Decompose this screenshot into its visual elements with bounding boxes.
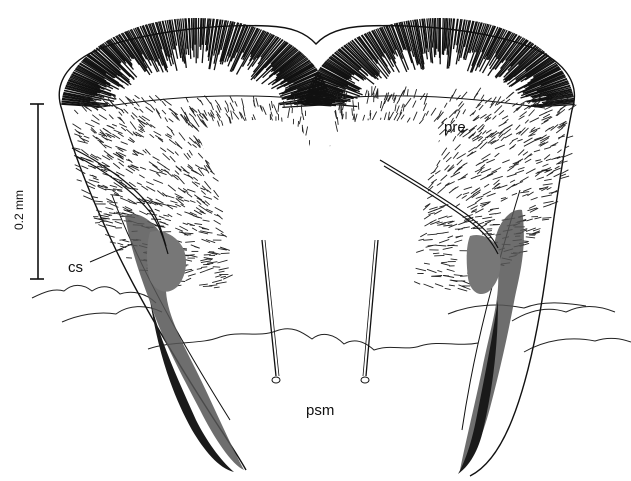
scale-bar-label: 0.2 mm xyxy=(12,190,26,230)
label-cs: cs xyxy=(68,259,83,276)
tissue-contours xyxy=(32,285,631,352)
sclerite-right xyxy=(458,210,524,474)
central-clearing xyxy=(200,120,440,300)
cs-leader-line xyxy=(90,244,132,262)
scale-bar: 0.2 mm xyxy=(12,104,44,279)
bristle-fringe xyxy=(61,18,575,107)
label-psm: psm xyxy=(306,402,334,419)
label-pre: pre xyxy=(444,119,466,136)
